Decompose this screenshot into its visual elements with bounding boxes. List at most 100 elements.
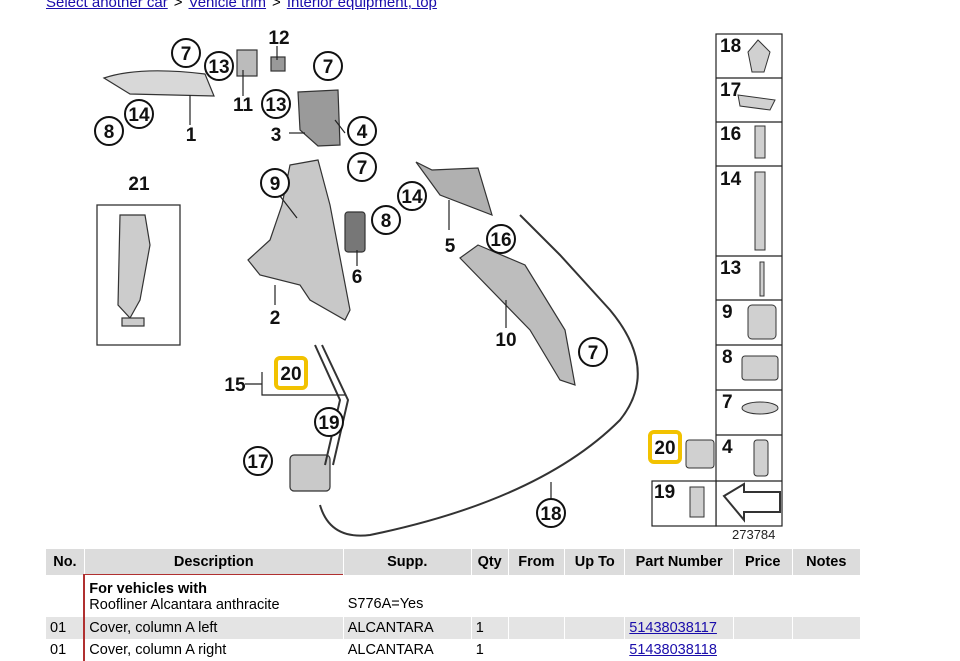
- legend-label: 14: [720, 169, 742, 190]
- col-header-part-number: Part Number: [624, 549, 734, 575]
- callout-label: 17: [247, 452, 268, 473]
- cell-description: Cover, column A left: [83, 617, 344, 639]
- callout-label: 5: [445, 236, 456, 257]
- part-number-link[interactable]: 51438038117: [629, 620, 717, 636]
- cell-upto: [564, 617, 626, 639]
- part-number-link[interactable]: 51438038118: [629, 642, 717, 658]
- callout-label: 12: [268, 28, 289, 49]
- part-drawings: [102, 49, 576, 492]
- callout-label: 6: [352, 267, 363, 288]
- part-17-drawing: [289, 454, 331, 492]
- part-2-drawing: [247, 159, 351, 321]
- breadcrumb: Select another car > Vehicle trim > Interior…: [46, 0, 437, 12]
- callout-label: 7: [323, 57, 334, 78]
- callout-label: 8: [104, 122, 115, 143]
- callout-label: 3: [271, 125, 282, 146]
- col-header-supp: Supp.: [343, 549, 472, 575]
- legend-label: 4: [722, 437, 733, 458]
- callout-label: 8: [381, 211, 392, 232]
- callout-label: 20: [280, 364, 301, 385]
- cell-supp: ALCANTARA: [343, 617, 472, 639]
- cell-from: [508, 639, 566, 661]
- diagram-id-label: 273784: [732, 527, 775, 542]
- cell-qty: 1: [471, 617, 509, 639]
- legend-label: 18: [720, 36, 741, 57]
- cell-qty: 1: [471, 639, 509, 661]
- inset-box-21: [96, 204, 181, 346]
- callout-label: 18: [540, 504, 561, 525]
- cell-price: [733, 639, 793, 661]
- col-header-from: From: [508, 549, 566, 575]
- col-header-price: Price: [733, 549, 793, 575]
- breadcrumb-separator: >: [173, 0, 183, 11]
- part-10-drawing: [459, 244, 576, 386]
- part-12-drawing: [270, 56, 286, 72]
- breadcrumb-link-vehicle-trim[interactable]: Vehicle trim: [188, 0, 267, 11]
- callout-label: 11: [233, 95, 254, 116]
- cell-supp: ALCANTARA: [343, 639, 472, 661]
- callout-20-highlight: [274, 356, 308, 390]
- legend-20-highlight: [648, 430, 682, 464]
- callout-label: 15: [224, 375, 246, 396]
- cell-upto: [564, 639, 626, 661]
- callout-label: 10: [495, 330, 516, 351]
- callout-circles: [94, 38, 608, 528]
- callout-label: 2: [270, 308, 281, 329]
- group-subtitle: Roofliner Alcantara anthracite: [89, 597, 280, 613]
- part-21-drawing: [117, 214, 151, 320]
- col-header-notes: Notes: [792, 549, 862, 575]
- callout-label: 7: [181, 44, 192, 65]
- part-3-drawing: [297, 89, 341, 147]
- legend-label: 13: [720, 258, 741, 279]
- breadcrumb-link-select-car[interactable]: Select another car: [46, 0, 168, 11]
- part-6-drawing: [344, 211, 366, 253]
- group-description: For vehicles with Roofliner Alcantara an…: [83, 574, 344, 617]
- breadcrumb-separator: >: [272, 0, 281, 11]
- cell-notes: [792, 639, 862, 661]
- parts-table: No. Description Supp. Qty From Up To Par…: [46, 549, 862, 661]
- callout-label: 14: [401, 187, 423, 208]
- cell-part-number: 51438038118: [624, 639, 734, 661]
- callout-label: 7: [357, 158, 368, 179]
- cell-no: 01: [46, 639, 85, 661]
- cell-price: [733, 617, 793, 639]
- legend-label: 17: [720, 80, 741, 101]
- legend-label: 20: [654, 438, 675, 459]
- legend-label: 16: [720, 124, 741, 145]
- group-supp: S776A=Yes: [343, 574, 472, 617]
- callout-label: 4: [357, 122, 368, 143]
- callout-label: 1: [186, 125, 197, 146]
- callout-label: 19: [318, 413, 339, 434]
- part-11-drawing: [236, 49, 258, 77]
- callout-label: 16: [490, 230, 511, 251]
- col-header-qty: Qty: [471, 549, 509, 575]
- col-header-description: Description: [84, 549, 344, 575]
- callout-label: 21: [128, 174, 150, 195]
- table-row: 01 Cover, column A right ALCANTARA 1 514…: [46, 639, 862, 661]
- legend-label: 7: [722, 392, 733, 413]
- table-header-row: No. Description Supp. Qty From Up To Par…: [46, 549, 862, 575]
- callout-label: 14: [128, 105, 150, 126]
- table-group-row: For vehicles with Roofliner Alcantara an…: [46, 574, 862, 617]
- parts-diagram: 7 13 12 7 14 11 13 8 1 3 4 21 9 7 14 8 5…: [94, 28, 783, 542]
- table-row: 01 Cover, column A left ALCANTARA 1 5143…: [46, 617, 862, 639]
- cell-from: [508, 617, 566, 639]
- callout-labels: 7 13 12 7 14 11 13 8 1 3 4 21 9 7 14 8 5…: [104, 28, 599, 525]
- cable-18-drawing: [314, 214, 639, 537]
- part-5-drawing: [415, 161, 493, 216]
- group-title: For vehicles with: [89, 581, 207, 597]
- col-header-upto: Up To: [564, 549, 626, 575]
- col-header-no: No.: [46, 549, 85, 575]
- callout-label: 13: [208, 57, 229, 78]
- callout-label: 7: [588, 343, 599, 364]
- breadcrumb-link-interior-top[interactable]: Interior equipment, top: [286, 0, 437, 11]
- cell-no: 01: [46, 617, 85, 639]
- legend-label: 19: [654, 482, 675, 503]
- legend-label: 8: [722, 347, 733, 368]
- fastener-legend: 18 17 16 14 13 9 8 7 4 19 20 273784: [648, 33, 783, 542]
- cell-part-number: 51438038117: [624, 617, 734, 639]
- legend-label: 9: [722, 302, 733, 323]
- callout-label: 13: [265, 95, 286, 116]
- part-1-drawing: [102, 70, 215, 97]
- cell-description: Cover, column A right: [83, 639, 344, 661]
